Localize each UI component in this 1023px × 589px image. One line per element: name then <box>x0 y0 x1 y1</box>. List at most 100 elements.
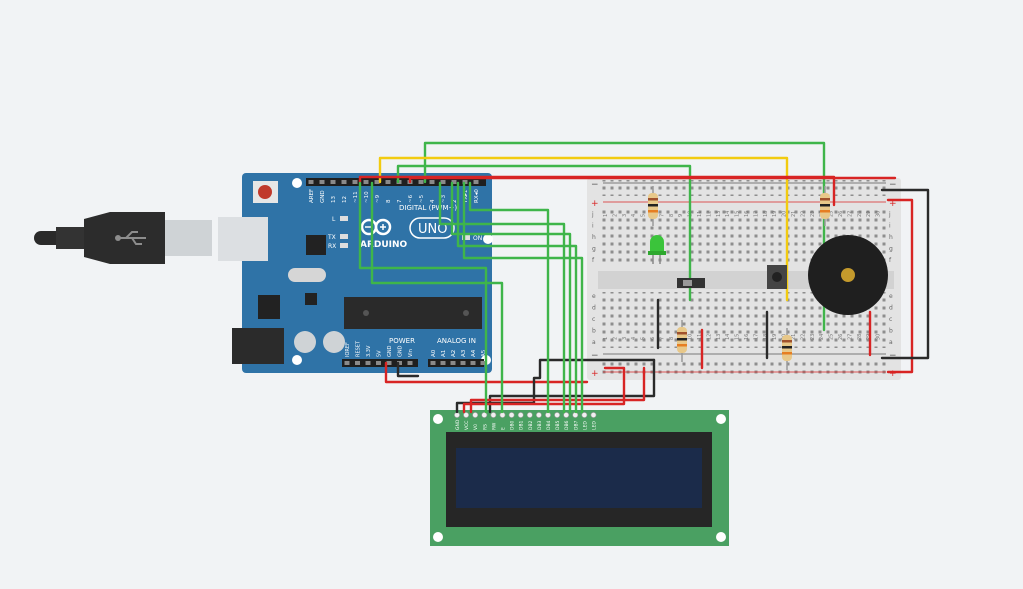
column-number: 30 <box>876 334 882 340</box>
wire-yellow[interactable] <box>378 156 789 302</box>
wire-red-right-rail[interactable] <box>886 198 914 374</box>
column-number: 17 <box>753 334 759 340</box>
digital-pin[interactable] <box>308 180 314 184</box>
piezo-buzzer[interactable] <box>808 235 888 330</box>
lcd-pin[interactable] <box>536 412 542 418</box>
digital-pin[interactable] <box>429 180 435 184</box>
lcd-pin[interactable] <box>481 412 488 418</box>
resistor-top-right[interactable] <box>820 186 830 226</box>
wire-green-lcd-v0[interactable] <box>358 181 488 414</box>
lcd-pin[interactable] <box>572 412 579 418</box>
lcd-pin-label: DB7 <box>573 420 579 430</box>
resistor-bottom-mid[interactable] <box>782 328 792 370</box>
analog-pin[interactable] <box>480 361 486 365</box>
power-pin[interactable] <box>407 361 413 365</box>
arduino-uno-board[interactable]: ARDUINO UNO DIGITAL (PWM~) POWER ANALOG … <box>218 173 493 373</box>
power-pin[interactable] <box>365 361 371 365</box>
tx-led <box>340 234 348 239</box>
wire-green-lcd-db4[interactable] <box>438 181 566 414</box>
lcd-pin[interactable] <box>581 412 588 418</box>
column-number: 25 <box>829 211 835 217</box>
lcd-pin[interactable] <box>554 412 560 418</box>
lcd-pin[interactable] <box>490 412 497 418</box>
wire-red-top-rail[interactable] <box>408 176 897 184</box>
column-number: 11 <box>697 334 703 340</box>
column-number: 25 <box>829 334 835 340</box>
column-number: 8 <box>669 337 675 340</box>
power-pin[interactable] <box>376 361 381 365</box>
crystal <box>288 268 326 282</box>
wire-black-gnd[interactable] <box>396 361 420 378</box>
wire-green-lcd-db5[interactable] <box>450 181 572 414</box>
digital-pin[interactable] <box>462 180 468 184</box>
wire-green-lcd-rs[interactable] <box>370 181 504 414</box>
top-power-rail-holes <box>602 180 886 196</box>
digital-pin[interactable] <box>418 180 424 184</box>
resistor-bottom-left[interactable] <box>677 320 687 362</box>
digital-pin-label: ~11 <box>353 191 359 203</box>
digital-pin[interactable] <box>330 180 336 184</box>
digital-pin[interactable] <box>319 180 325 184</box>
wire-green-lcd-db7[interactable] <box>462 181 584 414</box>
analog-pin[interactable] <box>430 361 436 365</box>
wire-red-lcd-vcc[interactable] <box>462 366 626 414</box>
power-pin[interactable] <box>344 361 350 365</box>
wire-green-lcd-e[interactable] <box>468 181 550 414</box>
digital-pin-label: GND <box>320 190 326 203</box>
digital-pin[interactable] <box>440 180 446 184</box>
push-button[interactable] <box>767 265 787 289</box>
lcd-pin[interactable] <box>463 412 469 418</box>
lcd-mount-hole <box>433 532 443 542</box>
lcd-pin[interactable] <box>499 412 506 418</box>
rail-minus-sign: − <box>889 180 897 190</box>
row-letter: f <box>889 257 892 264</box>
resistor-top-left[interactable] <box>648 186 658 226</box>
digital-pin[interactable] <box>352 180 358 184</box>
wire-green-led[interactable] <box>396 164 692 302</box>
lcd-pin[interactable] <box>590 412 597 418</box>
digital-pin[interactable] <box>363 180 369 184</box>
lcd-pin[interactable] <box>517 412 524 418</box>
row-letter: d <box>592 305 596 312</box>
slide-switch[interactable] <box>677 278 705 288</box>
wire-red-power[interactable] <box>384 361 589 384</box>
lcd-pin[interactable] <box>526 412 533 418</box>
column-number: 24 <box>819 334 825 340</box>
digital-pin[interactable] <box>341 180 347 184</box>
lcd-pin[interactable] <box>563 412 570 418</box>
analog-pin[interactable] <box>450 361 456 365</box>
power-pin[interactable] <box>397 361 402 365</box>
reset-button[interactable] <box>258 185 272 199</box>
analog-pin-label: A4 <box>471 349 477 357</box>
analog-pin[interactable] <box>440 361 446 365</box>
digital-pin-label: 8 <box>386 199 392 203</box>
digital-pin-label: ~3 <box>441 194 447 203</box>
wire-black-right-rail[interactable] <box>880 188 930 360</box>
tx-label: TX <box>327 234 336 241</box>
power-pin[interactable] <box>386 361 392 365</box>
wire-red-lcd-led[interactable] <box>469 366 646 414</box>
digital-pin[interactable] <box>473 180 479 184</box>
analog-pin[interactable] <box>470 361 476 365</box>
usb-cable[interactable] <box>34 212 212 264</box>
digital-pin[interactable] <box>451 180 457 184</box>
digital-pins-label: DIGITAL (PWM~) <box>399 204 457 212</box>
wire-green-lcd-db6[interactable] <box>456 181 578 414</box>
analog-pin[interactable] <box>460 361 466 365</box>
lcd-pin[interactable] <box>508 412 515 418</box>
lcd-pin-label: DB5 <box>555 420 561 430</box>
wire-green-top[interactable] <box>423 141 826 332</box>
wire-black-lcd-gnd[interactable] <box>455 358 656 414</box>
wires[interactable] <box>358 141 930 414</box>
column-number: 16 <box>744 334 750 340</box>
power-pin[interactable] <box>355 361 360 365</box>
digital-pin[interactable] <box>385 180 391 184</box>
column-number: 28 <box>857 334 863 340</box>
green-led[interactable] <box>648 235 666 264</box>
row-letter: e <box>592 293 596 300</box>
digital-pin[interactable] <box>374 180 380 184</box>
lcd-pin[interactable] <box>472 412 479 418</box>
